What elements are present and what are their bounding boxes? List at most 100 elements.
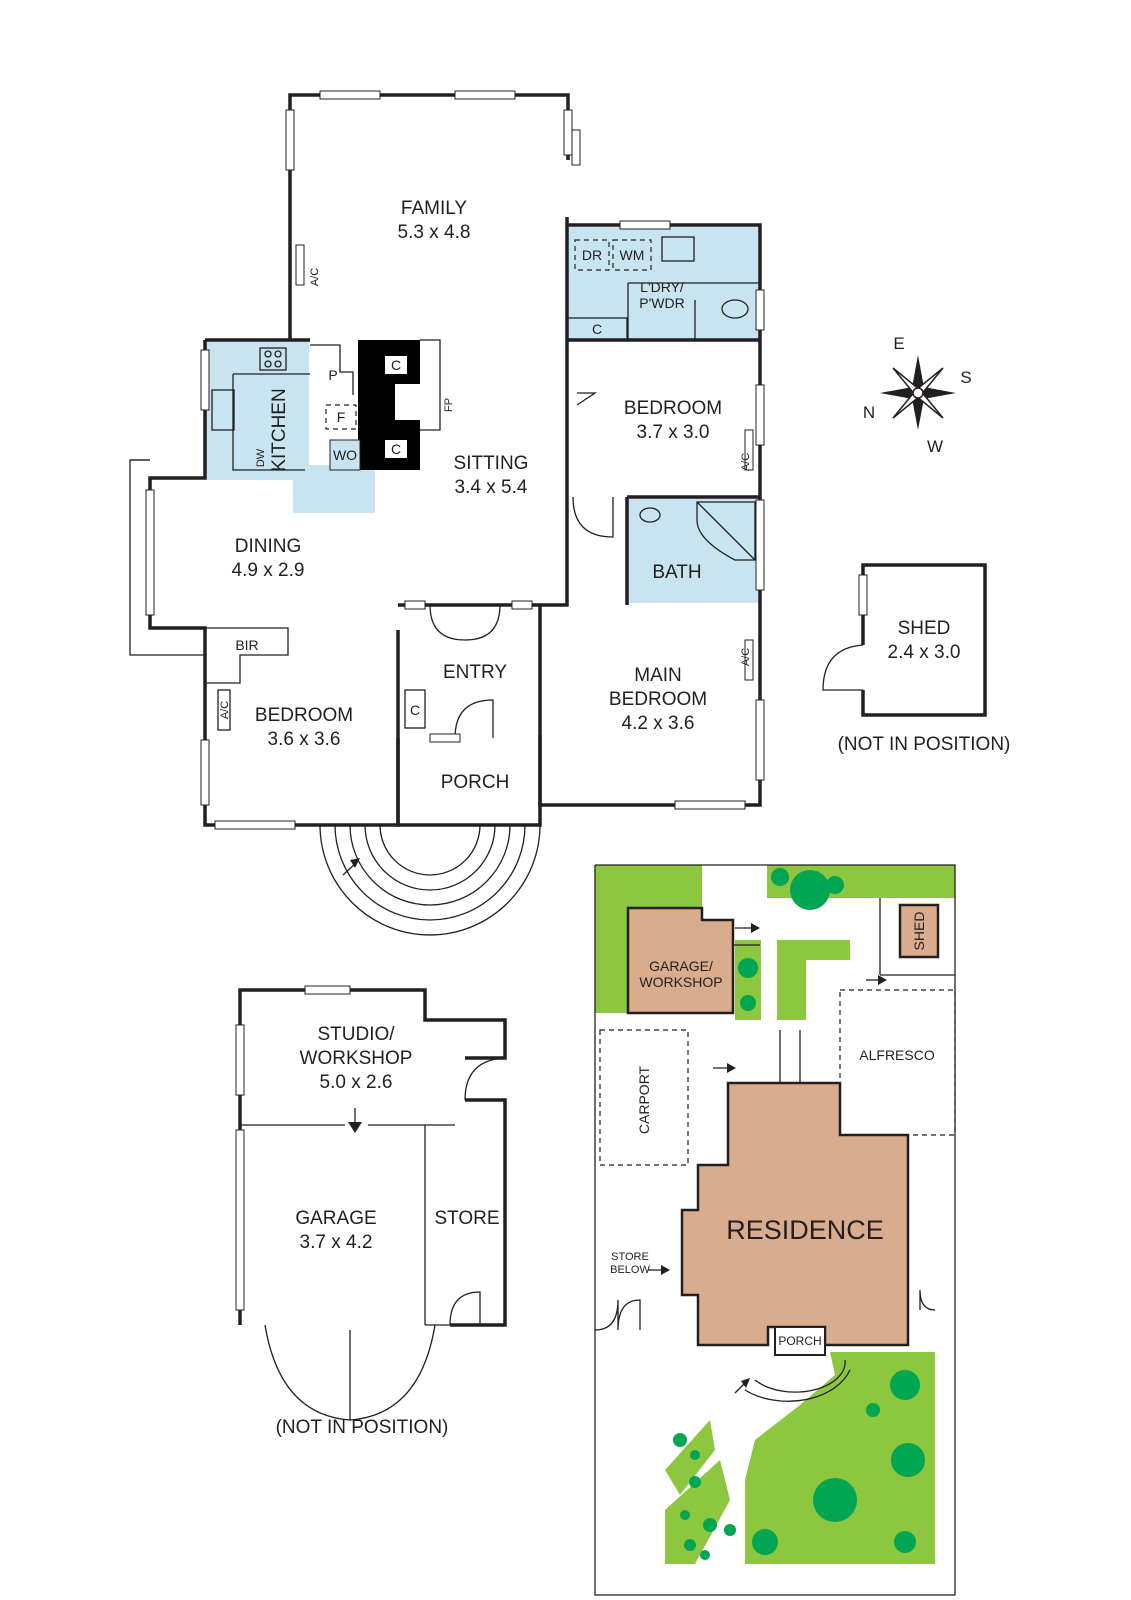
fireplace-opening xyxy=(395,384,421,420)
dishwasher-label: DW xyxy=(255,448,267,467)
site-gate xyxy=(594,1299,641,1331)
store-below-label-2: BELOW xyxy=(610,1264,650,1276)
studio-side-door xyxy=(464,1057,506,1101)
lawn-front-west xyxy=(665,1460,730,1564)
pantry-outline xyxy=(310,344,354,395)
cupboard-label-upper: C xyxy=(391,357,401,373)
porch-walls xyxy=(396,735,542,827)
kitchen-island xyxy=(293,465,375,513)
sink xyxy=(211,389,235,431)
cupboard-upper xyxy=(385,356,407,374)
kitchen-name: KITCHEN xyxy=(269,388,290,471)
shed-door xyxy=(822,644,864,691)
dryer-label: DR xyxy=(582,247,602,263)
shed-note: (NOT IN POSITION) xyxy=(838,734,1011,755)
bathtub xyxy=(696,501,756,561)
hearth xyxy=(420,339,441,431)
studio-name-1: STUDIO/ xyxy=(317,1024,395,1045)
washer-space xyxy=(612,239,652,271)
carport-label: CARPORT xyxy=(636,1065,652,1134)
windows xyxy=(145,90,765,830)
ac-label-main-bedroom: A/C xyxy=(740,648,752,666)
laundry-name-2: P'WDR xyxy=(639,295,684,311)
compass-e: E xyxy=(893,334,904,353)
porch-door xyxy=(454,699,494,739)
fridge-label: F xyxy=(337,409,346,425)
alfresco-outline xyxy=(839,989,956,1136)
entry-double-door xyxy=(429,604,501,641)
residence-footprint xyxy=(680,1081,910,1347)
site-porch-arc xyxy=(754,1359,846,1393)
garage-size: 3.7 x 4.2 xyxy=(300,1232,373,1253)
sitting-size: 3.4 x 5.4 xyxy=(455,477,528,498)
ac-label-family: A/C xyxy=(309,268,321,286)
compass-rose: E S N W xyxy=(863,334,972,456)
entry-name: ENTRY xyxy=(443,662,507,683)
deck-outline xyxy=(129,459,205,656)
main-house-plan: FAMILY 5.3 x 4.8 SITTING 3.4 x 5.4 DININ… xyxy=(129,90,765,936)
garage-name: GARAGE xyxy=(295,1208,376,1229)
bath-area xyxy=(627,497,760,603)
bedroom-east-name: BEDROOM xyxy=(624,398,722,419)
carport-outline xyxy=(599,1029,689,1166)
sitting-name: SITTING xyxy=(454,453,529,474)
wood-box xyxy=(329,439,361,471)
compass-s: S xyxy=(960,368,971,387)
bir-outline xyxy=(205,627,289,684)
studio-size: 5.0 x 2.6 xyxy=(320,1072,393,1093)
laundry-cupboard xyxy=(566,317,628,341)
lawn-path-bed xyxy=(777,940,850,1020)
kitchen-bench-area xyxy=(205,340,309,480)
alfresco-label: ALFRESCO xyxy=(859,1047,935,1063)
cooktop xyxy=(259,347,287,371)
garage-plan: STUDIO/ WORKSHOP 5.0 x 2.6 GARAGE 3.7 x … xyxy=(235,985,507,1438)
wood-label: WO xyxy=(333,447,357,463)
lawn-north-west xyxy=(595,865,702,1013)
site-plan: RESIDENCE PORCH GARAGE/ WORKSHOP CARPORT… xyxy=(594,864,956,1596)
entry-cupboard xyxy=(404,689,426,729)
steps xyxy=(779,1030,801,1084)
trough xyxy=(661,236,695,262)
pantry-label: P xyxy=(328,367,337,383)
store-name: STORE xyxy=(434,1208,499,1229)
studio-name-2: WORKSHOP xyxy=(300,1048,413,1069)
family-name: FAMILY xyxy=(401,198,467,219)
site-arrows xyxy=(648,923,887,1394)
shed-plan: SHED 2.4 x 3.0 (NOT IN POSITION) xyxy=(822,563,1011,755)
site-boundary xyxy=(594,864,956,1596)
garage-note: (NOT IN POSITION) xyxy=(276,1417,449,1438)
bedroom-door xyxy=(576,392,598,406)
bath-door xyxy=(572,496,614,538)
basin xyxy=(639,507,661,523)
garage-workshop-label-2: WORKSHOP xyxy=(639,974,722,990)
bedroom-east-size: 3.7 x 3.0 xyxy=(637,422,710,443)
bench-edge xyxy=(232,374,305,471)
shed-name: SHED xyxy=(898,618,951,639)
store-door xyxy=(449,1291,481,1326)
shed-footprint xyxy=(898,903,940,959)
lawn-front-bed xyxy=(665,1420,715,1495)
cupboard-label-lower: C xyxy=(391,441,401,457)
bir-name: BIR xyxy=(235,637,258,653)
shed-walls xyxy=(861,563,987,717)
laundry-name-1: L'DRY/ xyxy=(640,279,684,295)
toilet xyxy=(721,299,749,319)
shed-size: 2.4 x 3.0 xyxy=(888,642,961,663)
bedroom-west-size: 3.6 x 3.6 xyxy=(268,729,341,750)
compass-n: N xyxy=(863,403,875,422)
garage-workshop-label-1: GARAGE/ xyxy=(649,958,713,974)
family-size: 5.3 x 4.8 xyxy=(398,222,471,243)
site-porch-label: PORCH xyxy=(778,1334,821,1348)
dining-name: DINING xyxy=(235,536,302,557)
site-porch xyxy=(774,1326,826,1356)
porch-steps xyxy=(319,824,541,936)
store-east-wall xyxy=(450,1098,507,1327)
bedroom-west-name: BEDROOM xyxy=(255,705,353,726)
compass-w: W xyxy=(927,437,943,456)
main-bedroom-name-1: MAIN xyxy=(634,665,682,686)
main-bedroom-name-2: BEDROOM xyxy=(609,689,707,710)
fireplace-label: FP xyxy=(443,398,455,412)
residence-label: RESIDENCE xyxy=(726,1215,884,1245)
garage-door-left xyxy=(264,1324,351,1421)
lawn-front xyxy=(745,1352,935,1564)
